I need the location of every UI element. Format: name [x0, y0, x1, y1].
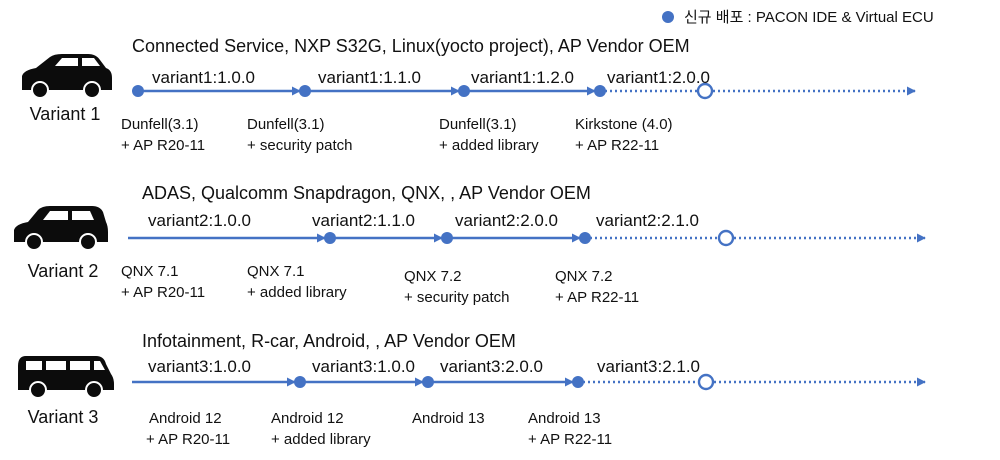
release-node: [324, 232, 336, 244]
variant-row-1: Variant 1 Connected Service, NXP S32G, L…: [22, 36, 916, 154]
sedan-car-icon: [22, 54, 112, 99]
variant-label: Variant 2: [28, 261, 99, 281]
release-note: + AP R22-11: [575, 137, 659, 154]
release-node: [132, 85, 144, 97]
row-subtitle: Connected Service, NXP S32G, Linux(yocto…: [132, 36, 690, 56]
release-node: [299, 85, 311, 97]
release-note: + AP R20-11: [146, 431, 230, 448]
variant-row-2: Variant 2 ADAS, Qualcomm Snapdragon, QNX…: [14, 183, 926, 306]
release-node: [572, 376, 584, 388]
release-note: Android 12: [149, 410, 222, 427]
variant-row-3: Variant 3 Infotainment, R-car, Android, …: [18, 331, 926, 448]
release-note: + AP R20-11: [121, 284, 205, 301]
release-note: Dunfell(3.1): [439, 116, 517, 133]
row-subtitle: ADAS, Qualcomm Snapdragon, QNX, , AP Ven…: [142, 183, 591, 203]
legend-label: 신규 배포 : PACON IDE & Virtual ECU: [684, 9, 934, 26]
release-node: [422, 376, 434, 388]
release-name: variant1:2.0.0: [607, 68, 710, 87]
release-note: QNX 7.1: [121, 263, 179, 280]
release-note: Android 12: [271, 410, 344, 427]
van-car-icon: [18, 356, 114, 399]
release-note: + AP R22-11: [528, 431, 612, 448]
suv-car-icon: [14, 206, 108, 251]
release-note: Kirkstone (4.0): [575, 116, 673, 133]
variant-label: Variant 1: [30, 104, 101, 124]
release-name: variant1:1.2.0: [471, 68, 574, 87]
release-name: variant2:2.0.0: [455, 211, 558, 230]
release-note: + security patch: [404, 289, 509, 306]
release-name: variant1:1.0.0: [152, 68, 255, 87]
release-node: [594, 85, 606, 97]
release-note: + added library: [271, 431, 371, 448]
legend: 신규 배포 : PACON IDE & Virtual ECU: [662, 9, 934, 26]
release-node: [579, 232, 591, 244]
release-name: variant2:2.1.0: [596, 211, 699, 230]
release-node: [294, 376, 306, 388]
row-subtitle: Infotainment, R-car, Android, , AP Vendo…: [142, 331, 516, 351]
release-name: variant3:2.0.0: [440, 357, 543, 376]
release-note: + security patch: [247, 137, 352, 154]
release-note: + AP R22-11: [555, 289, 639, 306]
release-note: + AP R20-11: [121, 137, 205, 154]
planned-release-node: [696, 82, 714, 100]
legend-marker: [662, 11, 674, 23]
release-note: Dunfell(3.1): [121, 116, 199, 133]
release-note: + added library: [439, 137, 539, 154]
release-name: variant3:2.1.0: [597, 357, 700, 376]
release-note: Android 13: [528, 410, 601, 427]
planned-release-node: [697, 373, 715, 391]
release-note: Android 13: [412, 410, 485, 427]
planned-release-node: [717, 229, 735, 247]
release-name: variant3:1.0.0: [148, 357, 251, 376]
release-note: QNX 7.2: [404, 268, 462, 285]
release-name: variant2:1.0.0: [148, 211, 251, 230]
release-name: variant1:1.1.0: [318, 68, 421, 87]
release-node: [441, 232, 453, 244]
release-name: variant2:1.1.0: [312, 211, 415, 230]
release-note: + added library: [247, 284, 347, 301]
release-note: QNX 7.2: [555, 268, 613, 285]
release-node: [458, 85, 470, 97]
variant-label: Variant 3: [28, 407, 99, 427]
release-note: Dunfell(3.1): [247, 116, 325, 133]
release-note: QNX 7.1: [247, 263, 305, 280]
release-name: variant3:1.0.0: [312, 357, 415, 376]
